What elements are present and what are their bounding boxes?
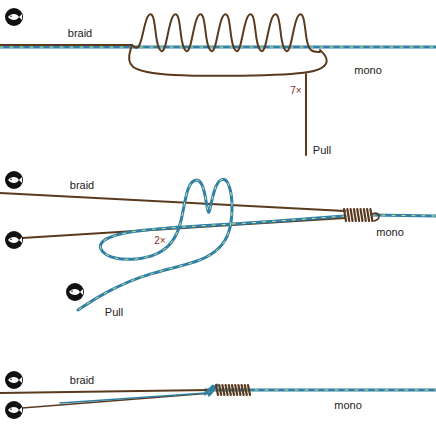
braid-wrap-turn — [370, 209, 372, 221]
braid-tag — [22, 393, 212, 408]
braid-tag — [305, 74, 307, 155]
mono-line — [0, 46, 436, 49]
braid-line — [0, 193, 345, 211]
braid-wraps — [132, 14, 320, 52]
line-label: Pull — [311, 144, 333, 156]
line-label: mono — [374, 226, 406, 238]
line-label: mono — [352, 64, 384, 76]
braid-wrap-turn — [248, 385, 250, 395]
braid-wrap-turn — [245, 385, 247, 395]
fish-icon — [5, 371, 23, 389]
wrap-count: 7× — [288, 85, 303, 96]
fish-icon — [5, 8, 23, 26]
braid-end — [372, 213, 379, 221]
braid-wrap-turn — [361, 209, 363, 221]
braid-wrap-turn — [229, 385, 231, 395]
fish-icon — [5, 171, 23, 189]
mono-line — [372, 215, 436, 216]
mono-line — [78, 179, 345, 310]
braid-wrap-turn — [238, 385, 240, 395]
braid-wrap-turn — [344, 209, 346, 221]
line-label: braid — [68, 179, 96, 191]
wrap-count: 2× — [152, 235, 167, 246]
fish-icon — [5, 231, 23, 249]
braid-wrap-turn — [351, 209, 353, 221]
fish-icon — [66, 283, 84, 301]
mono-tag — [60, 393, 206, 403]
line-label: mono — [332, 399, 364, 411]
braid-wrap-turn — [357, 209, 359, 221]
braid-wrap-turn — [219, 385, 221, 395]
braid-wrap-turn — [232, 385, 234, 395]
braid-wrap-turn — [235, 385, 237, 395]
mono-highlight — [78, 179, 345, 310]
braid-wrap-turn — [242, 385, 244, 395]
braid-wrap-turn — [216, 385, 218, 395]
braid-loop — [129, 45, 327, 76]
braid-wrap-turn — [222, 385, 224, 395]
braid-wrap-turn — [354, 209, 356, 221]
braid-wrap-turn — [347, 209, 349, 221]
line-label: Pull — [103, 306, 125, 318]
braid-line — [0, 390, 210, 393]
braid-wrap-turn — [226, 385, 228, 395]
mono-half-hitch — [209, 385, 217, 395]
fish-icon — [5, 401, 23, 419]
mono-highlight — [372, 215, 436, 216]
braid-line — [0, 44, 132, 46]
mono-highlight — [0, 47, 436, 48]
line-label: braid — [68, 374, 96, 386]
braid-wrap-turn — [367, 209, 369, 221]
braid-wrap-turn — [364, 209, 366, 221]
line-label: braid — [66, 27, 94, 39]
